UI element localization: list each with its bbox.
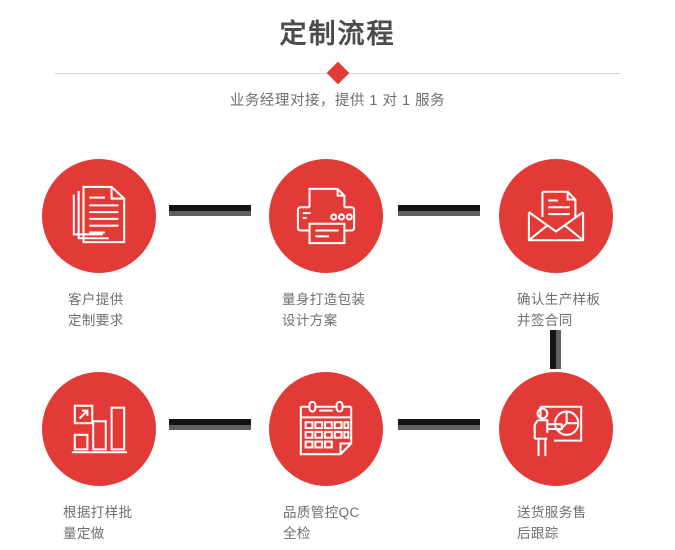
- step-4-icon-circle: [42, 372, 156, 486]
- page-header: 定制流程 业务经理对接，提供 1 对 1 服务: [0, 0, 675, 130]
- connector-bar-gray: [169, 211, 251, 216]
- flow-step-6[interactable]: 送货服务售 后跟踪: [499, 372, 659, 544]
- connector-bar-dark: [169, 205, 251, 211]
- step-3-icon-circle: [499, 159, 613, 273]
- step-2-icon-circle: [269, 159, 383, 273]
- flow-step-1[interactable]: 客户提供 定制要求: [42, 159, 202, 331]
- page-subtitle: 业务经理对接，提供 1 对 1 服务: [229, 93, 446, 109]
- printer-icon: [296, 187, 356, 245]
- flow-step-4-label: 根据打样批 量定做: [63, 505, 133, 541]
- connector-step2-step3: [398, 205, 480, 216]
- flow-step-2-label: 量身打造包装 设计方案: [282, 292, 366, 328]
- flow-step-3-label: 确认生产样板 并签合同: [517, 292, 601, 328]
- step-6-icon-circle: [499, 372, 613, 486]
- flow-step-4[interactable]: 根据打样批 量定做: [42, 372, 202, 544]
- connector-bar-dark: [550, 330, 556, 369]
- connector-bar-gray: [398, 425, 480, 430]
- connector-bar-gray: [556, 330, 561, 369]
- envelope-document-icon: [527, 190, 585, 242]
- flow-step-2[interactable]: 量身打造包装 设计方案: [269, 159, 429, 331]
- red-diamond-icon: [326, 61, 350, 85]
- presentation-pie-chart-icon: [533, 405, 583, 457]
- calendar-icon: [299, 400, 353, 456]
- documents-icon: [72, 185, 126, 244]
- flow-step-1-label: 客户提供 定制要求: [68, 292, 124, 328]
- bar-chart-growth-icon: [71, 404, 128, 454]
- page-title: 定制流程: [279, 19, 396, 49]
- connector-step3-step6: [550, 330, 561, 369]
- connector-step4-step5: [169, 419, 251, 430]
- connector-bar-dark: [398, 205, 480, 211]
- step-5-icon-circle: [269, 372, 383, 486]
- connector-step1-step2: [169, 205, 251, 216]
- connector-bar-gray: [169, 425, 251, 430]
- step-1-icon-circle: [42, 159, 156, 273]
- flow-step-5-label: 品质管控QC 全检: [283, 505, 360, 541]
- flow-step-5[interactable]: 品质管控QC 全检: [269, 372, 429, 544]
- connector-bar-dark: [169, 419, 251, 425]
- connector-bar-gray: [398, 211, 480, 216]
- flow-step-3[interactable]: 确认生产样板 并签合同: [499, 159, 659, 331]
- flow-step-6-label: 送货服务售 后跟踪: [517, 505, 587, 541]
- connector-bar-dark: [398, 419, 480, 425]
- connector-step5-step6: [398, 419, 480, 430]
